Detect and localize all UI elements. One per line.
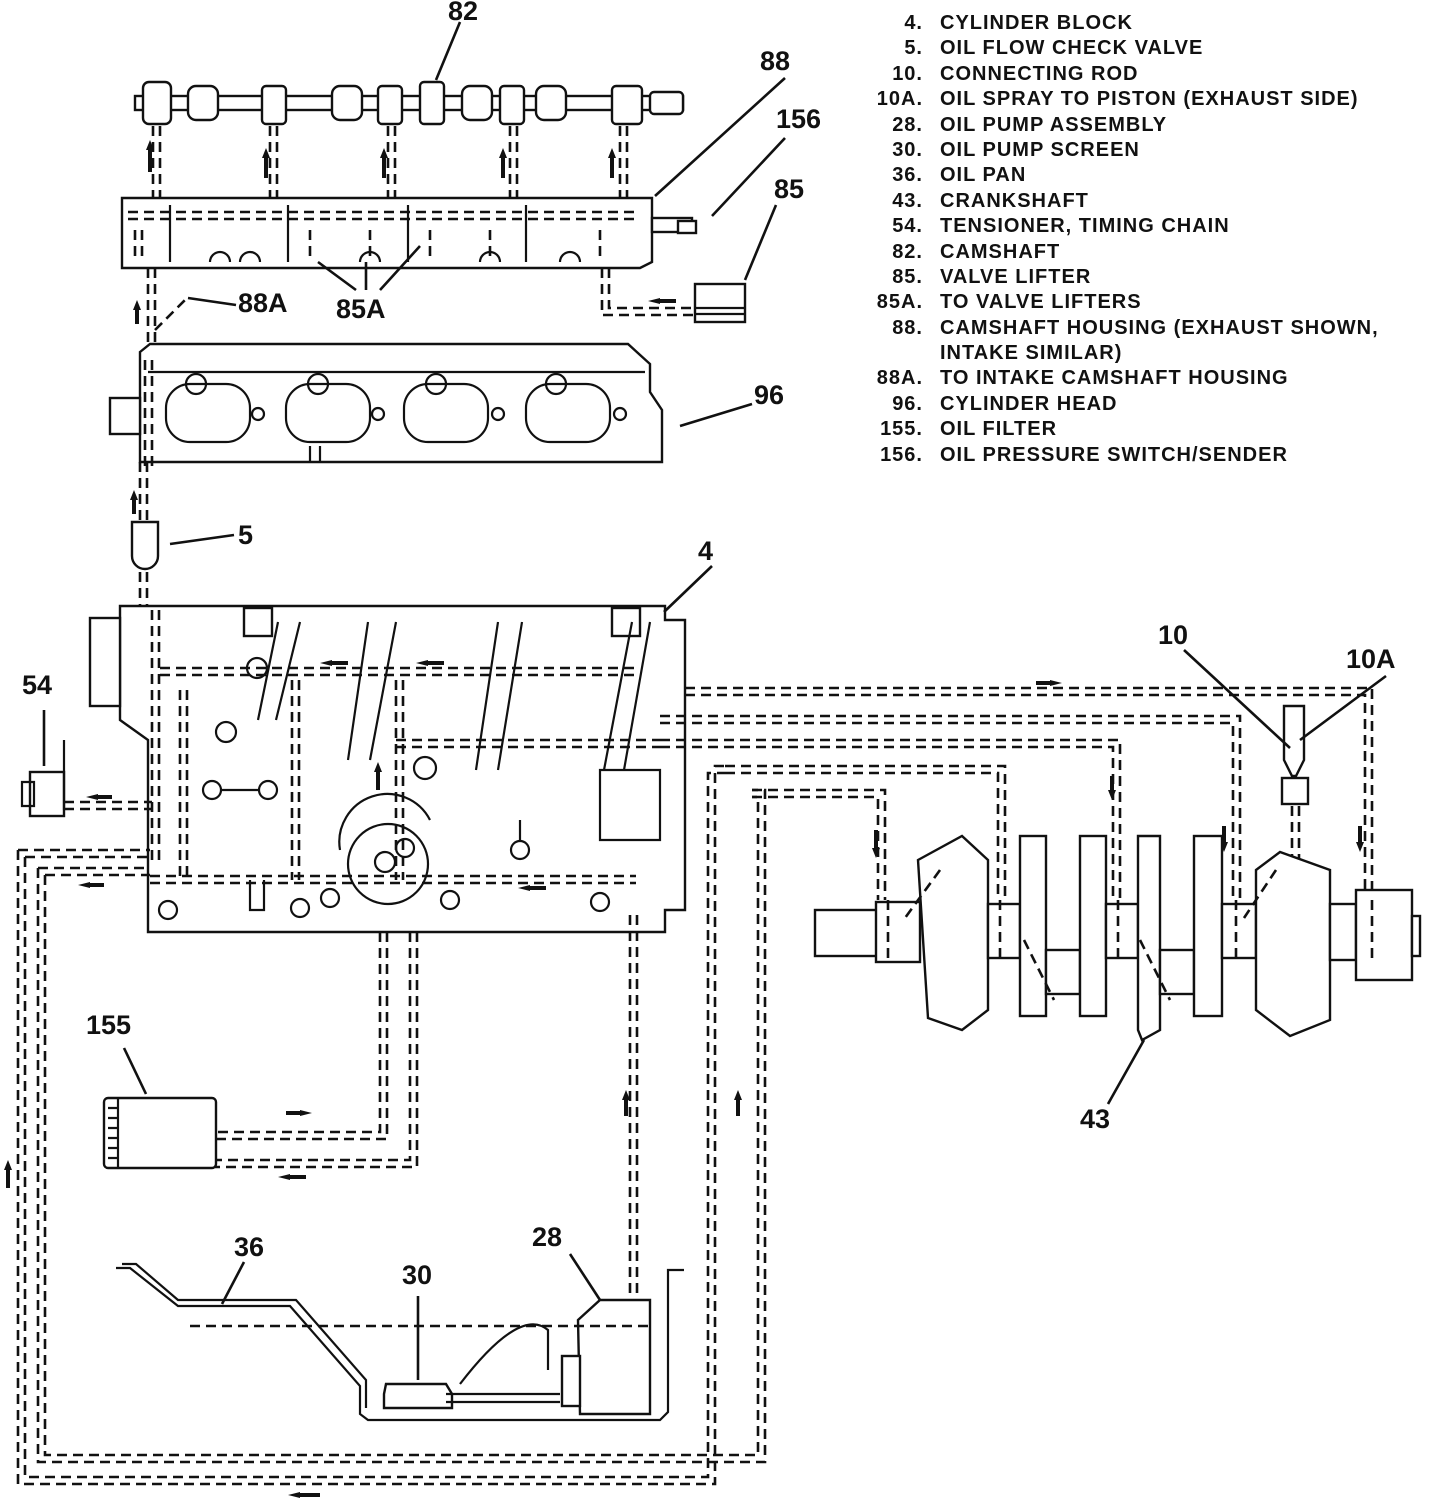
camshaft <box>133 80 685 126</box>
callout-88a: 88A <box>238 288 288 318</box>
callout-85: 85 <box>774 174 804 204</box>
legend-text: OIL PAN <box>940 164 1027 187</box>
callout-10: 10 <box>1158 620 1188 650</box>
legend-item: 10. CONNECTING ROD <box>868 63 1428 88</box>
legend-item: 36. OIL PAN <box>868 164 1428 189</box>
legend-number: 54. <box>892 215 923 238</box>
cylinder-head <box>108 342 664 470</box>
filter-lines <box>214 932 419 1180</box>
valve-lifter <box>600 268 747 324</box>
legend-text: VALVE LIFTER <box>940 265 1092 288</box>
camshaft-housing <box>120 196 698 270</box>
legend-number: 88A. <box>876 367 923 390</box>
legend-item: 54. TENSIONER, TIMING CHAIN <box>868 215 1428 240</box>
callout-36: 36 <box>234 1232 264 1262</box>
callout-30: 30 <box>402 1260 432 1290</box>
legend-item: 88A. TO INTAKE CAMSHAFT HOUSING <box>868 367 1428 392</box>
callout-43: 43 <box>1080 1104 1110 1134</box>
legend-item: INTAKE SIMILAR) <box>868 342 1428 367</box>
legend-text: OIL FILTER <box>940 418 1058 441</box>
legend-item: 28. OIL PUMP ASSEMBLY <box>868 114 1428 139</box>
legend-number: 28. <box>892 113 923 136</box>
leader-lines <box>42 21 1387 1380</box>
legend-item: 82. CAMSHAFT <box>868 241 1428 266</box>
legend-number: 10. <box>892 62 923 85</box>
legend-number: 155. <box>880 418 923 441</box>
legend-item: 96. CYLINDER HEAD <box>868 393 1428 418</box>
legend-number: 85A. <box>876 291 923 314</box>
legend-item: 156. OIL PRESSURE SWITCH/SENDER <box>868 444 1428 469</box>
legend-number: 85. <box>892 265 923 288</box>
callout-10a: 10A <box>1346 644 1396 674</box>
connecting-rod <box>1280 704 1310 880</box>
callout-82: 82 <box>448 0 478 26</box>
legend-number: 4. <box>904 12 923 34</box>
legend-number: 96. <box>892 392 923 415</box>
legend-text: CAMSHAFT HOUSING (EXHAUST SHOWN, <box>940 316 1379 339</box>
legend-text: OIL FLOW CHECK VALVE <box>940 37 1204 60</box>
intake-housing-channel <box>133 268 186 350</box>
legend-item: 43. CRANKSHAFT <box>868 190 1428 215</box>
legend-item: 4. CYLINDER BLOCK <box>868 12 1428 37</box>
callout-5: 5 <box>238 520 253 550</box>
callout-96: 96 <box>754 380 784 410</box>
legend-number: 10A. <box>876 88 923 111</box>
legend-text: OIL PUMP SCREEN <box>940 138 1140 161</box>
legend-item: 88. CAMSHAFT HOUSING (EXHAUST SHOWN, <box>868 317 1428 342</box>
legend-text: CYLINDER BLOCK <box>940 12 1133 34</box>
legend-number: 156. <box>880 443 923 466</box>
legend-text: CYLINDER HEAD <box>940 392 1118 415</box>
callout-4: 4 <box>698 536 713 566</box>
callout-156: 156 <box>776 104 821 134</box>
legend-number: 88. <box>892 316 923 339</box>
legend-number: 36. <box>892 164 923 187</box>
legend-text: CONNECTING ROD <box>940 62 1139 85</box>
oil-pump-screen <box>382 1323 560 1410</box>
parts-legend: 4.CYLINDER BLOCK 5.OIL FLOW CHECK VALVE … <box>868 12 1428 469</box>
check-valve <box>130 462 160 620</box>
legend-item: 85A. TO VALVE LIFTERS <box>868 291 1428 316</box>
callout-54: 54 <box>22 670 52 700</box>
cylinder-block <box>88 604 687 934</box>
callout-28: 28 <box>532 1222 562 1252</box>
oil-pump-assembly <box>560 1298 652 1416</box>
legend-number: 82. <box>892 240 923 263</box>
legend-item: 5. OIL FLOW CHECK VALVE <box>868 37 1428 62</box>
callout-labels: 82 88 156 85 88A 85A 96 5 4 54 10 10A 15… <box>22 0 1396 1290</box>
pump-lines <box>4 764 767 1498</box>
legend-number: 43. <box>892 189 923 212</box>
legend-text: CRANKSHAFT <box>940 189 1089 212</box>
legend-number: 30. <box>892 138 923 161</box>
legend-text: TO INTAKE CAMSHAFT HOUSING <box>940 367 1289 390</box>
crankshaft <box>813 834 1422 1042</box>
callout-88: 88 <box>760 46 790 76</box>
cam-oil-channels <box>146 126 629 200</box>
legend-text: TENSIONER, TIMING CHAIN <box>940 215 1230 238</box>
legend-text: CAMSHAFT <box>940 240 1061 263</box>
legend-item: 85. VALVE LIFTER <box>868 266 1428 291</box>
legend-text: INTAKE SIMILAR) <box>940 342 1123 365</box>
legend-number: 5. <box>904 37 923 60</box>
callout-85a: 85A <box>336 294 386 324</box>
legend-text: TO VALVE LIFTERS <box>940 291 1142 314</box>
legend-text: OIL PUMP ASSEMBLY <box>940 113 1168 136</box>
legend-text: OIL PRESSURE SWITCH/SENDER <box>940 443 1288 466</box>
oil-filter <box>102 1096 218 1170</box>
legend-item: 10A. OIL SPRAY TO PISTON (EXHAUST SIDE) <box>868 88 1428 113</box>
callout-155: 155 <box>86 1010 131 1040</box>
legend-text: OIL SPRAY TO PISTON (EXHAUST SIDE) <box>940 88 1359 111</box>
legend-item: 30. OIL PUMP SCREEN <box>868 139 1428 164</box>
main-gallery-lines <box>660 680 1374 900</box>
legend-item: 155. OIL FILTER <box>868 418 1428 443</box>
timing-chain-tensioner <box>20 740 152 818</box>
oil-pan <box>116 1262 684 1422</box>
